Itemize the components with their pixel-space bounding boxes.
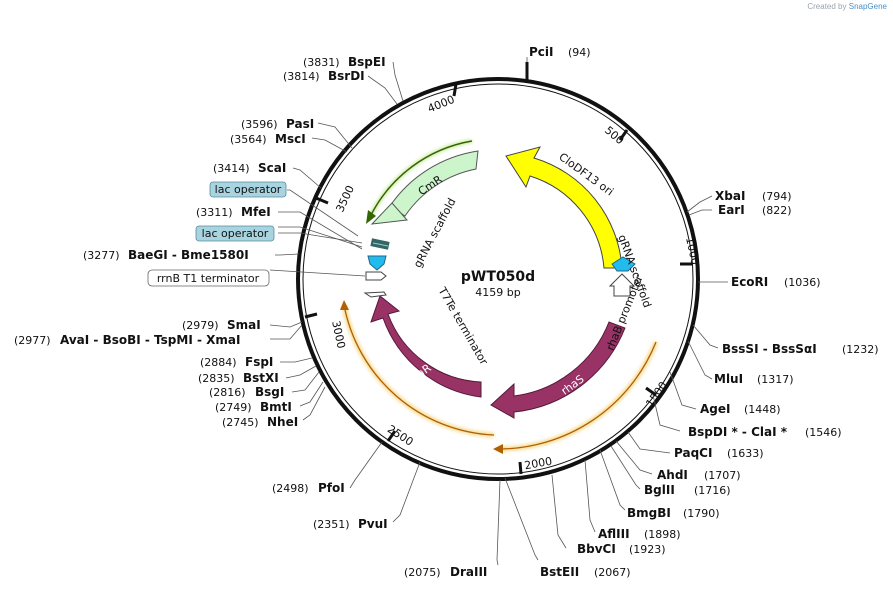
- snapgene-credit: Created by SnapGene: [807, 2, 887, 11]
- site-ahdi-name[interactable]: AhdI: [657, 468, 688, 482]
- site-bglii-name[interactable]: BglII: [644, 483, 675, 497]
- site-bspei-name[interactable]: BspEI: [348, 55, 386, 69]
- backbone-circle: [296, 77, 700, 481]
- site-mlui-pos: (1317): [757, 373, 794, 386]
- site-bsgi-pos: (2816): [209, 386, 246, 399]
- site-agei-name[interactable]: AgeI: [700, 402, 730, 416]
- site-ecori-name[interactable]: EcoRI: [731, 275, 768, 289]
- site-afliii-pos: (1898): [644, 528, 681, 541]
- site-bspdi-clai-name[interactable]: BspDI * - ClaI *: [688, 425, 788, 439]
- lac-operator-label-1: lac operator: [215, 183, 282, 196]
- rrnb-t1-terminator-label: rrnB T1 terminator: [157, 272, 260, 285]
- site-fspi-name[interactable]: FspI: [245, 355, 273, 369]
- orange-feature-line-left: [340, 300, 495, 438]
- site-paqci-name[interactable]: PaqCI: [674, 446, 712, 460]
- site-bbvci-name[interactable]: BbvCI: [577, 542, 616, 556]
- site-bsssi-name[interactable]: BssSI - BssSαI: [722, 342, 817, 356]
- site-ahdi-pos: (1707): [704, 469, 741, 482]
- site-paqci-pos: (1633): [727, 447, 764, 460]
- rhar-label: rhaR: [405, 361, 434, 387]
- rhas-arrow[interactable]: [490, 321, 626, 419]
- site-mfei-name[interactable]: MfeI: [241, 205, 271, 219]
- orange-feature-line-right: [493, 341, 659, 454]
- site-baegi-name[interactable]: BaeGI - Bme1580I: [128, 248, 249, 262]
- site-nhei-pos: (2745): [222, 416, 259, 429]
- site-bmgbi-name[interactable]: BmgBI: [627, 506, 671, 520]
- right-terminator-shape[interactable]: [611, 256, 636, 272]
- site-bsrdi-name[interactable]: BsrDI: [328, 69, 365, 83]
- site-pasi-pos: (3596): [241, 118, 278, 131]
- grna-scaffold-left-label: gRNA scaffold: [411, 196, 459, 270]
- site-smai-pos: (2979): [182, 319, 219, 332]
- site-bglii-pos: (1716): [694, 484, 731, 497]
- site-baegi-pos: (3277): [83, 249, 120, 262]
- backbone-inner-line: [302, 83, 694, 475]
- site-bsteii-name[interactable]: BstEII: [540, 565, 579, 579]
- small-white-arrow-left[interactable]: [365, 271, 387, 281]
- site-agei-pos: (1448): [744, 403, 781, 416]
- site-mlui-name[interactable]: MluI: [714, 372, 743, 386]
- site-mfei-pos: (3311): [196, 206, 233, 219]
- plasmid-length: 4159 bp: [475, 286, 520, 299]
- lac-operator-box-1[interactable]: lac operator: [209, 181, 287, 198]
- site-msci-name[interactable]: MscI: [275, 132, 306, 146]
- site-avai-pos: (2977): [14, 334, 51, 347]
- site-pasi-name[interactable]: PasI: [286, 117, 314, 131]
- tick-label-500: 500: [602, 124, 626, 147]
- site-bbvci-pos: (1923): [629, 543, 666, 556]
- site-eari-name[interactable]: EarI: [718, 203, 745, 217]
- green-feature-line: [366, 139, 473, 224]
- site-bspei-pos: (3831): [303, 56, 340, 69]
- site-bsteii-pos: (2067): [594, 566, 631, 579]
- site-bsssi-pos: (1232): [842, 343, 879, 356]
- site-pvui-pos: (2351): [313, 518, 350, 531]
- site-pfoi-name[interactable]: PfoI: [318, 481, 345, 495]
- rrnb-t1-terminator-box[interactable]: rrnB T1 terminator: [147, 269, 270, 287]
- site-eari-pos: (822): [762, 204, 792, 217]
- leader-lines: [269, 57, 728, 566]
- site-bsgi-name[interactable]: BsgI: [255, 385, 284, 399]
- site-pfoi-pos: (2498): [272, 482, 309, 495]
- tick-label-3000: 3000: [329, 320, 348, 350]
- site-bmgbi-pos: (1790): [683, 507, 720, 520]
- lac-operator-box-2[interactable]: lac operator: [195, 225, 275, 242]
- tick-label-2000: 2000: [523, 455, 553, 473]
- site-afliii-name[interactable]: AflIII: [598, 527, 630, 541]
- site-bmti-name[interactable]: BmtI: [260, 400, 292, 414]
- site-pvui-name[interactable]: PvuI: [358, 517, 388, 531]
- rrnb-terminator-shape[interactable]: [367, 255, 387, 271]
- plasmid-name: pWT050d: [461, 269, 535, 285]
- site-msci-pos: (3564): [230, 133, 267, 146]
- lac-operator-label-2: lac operator: [202, 227, 269, 240]
- tick-label-3500: 3500: [333, 183, 357, 214]
- clodf13-ori-arrow[interactable]: [505, 146, 623, 269]
- rhab-promoter-arrow[interactable]: [608, 273, 636, 297]
- site-bspdi-clai-pos: (1546): [805, 426, 842, 439]
- cmr-arrowhead: [370, 202, 409, 225]
- t7te-terminator-shape[interactable]: [363, 291, 387, 298]
- rhar-arrow[interactable]: [370, 295, 482, 398]
- tick-label-1000: 1000: [683, 236, 702, 266]
- site-fspi-pos: (2884): [200, 356, 237, 369]
- tick-marks: [304, 83, 693, 475]
- site-nhei-name[interactable]: NheI: [267, 415, 298, 429]
- site-draiii-name[interactable]: DraIII: [450, 565, 487, 579]
- site-pcii-pos: (94): [568, 46, 591, 59]
- site-scai-name[interactable]: ScaI: [258, 161, 286, 175]
- site-bmti-pos: (2749): [215, 401, 252, 414]
- site-xbai-pos: (794): [762, 190, 792, 203]
- site-ecori-pos: (1036): [784, 276, 821, 289]
- site-draiii-pos: (2075): [404, 566, 441, 579]
- site-pcii-name[interactable]: PciI: [529, 45, 554, 59]
- site-smai-name[interactable]: SmaI: [227, 318, 261, 332]
- site-bsrdi-pos: (3814): [283, 70, 320, 83]
- site-bstxi-name[interactable]: BstXI: [243, 371, 279, 385]
- site-scai-pos: (3414): [213, 162, 250, 175]
- site-xbai-name[interactable]: XbaI: [715, 189, 745, 203]
- site-avai-name[interactable]: AvaI - BsoBI - TspMI - XmaI: [60, 333, 240, 347]
- site-bstxi-pos: (2835): [198, 372, 235, 385]
- lac-operator-stripe: [372, 242, 389, 247]
